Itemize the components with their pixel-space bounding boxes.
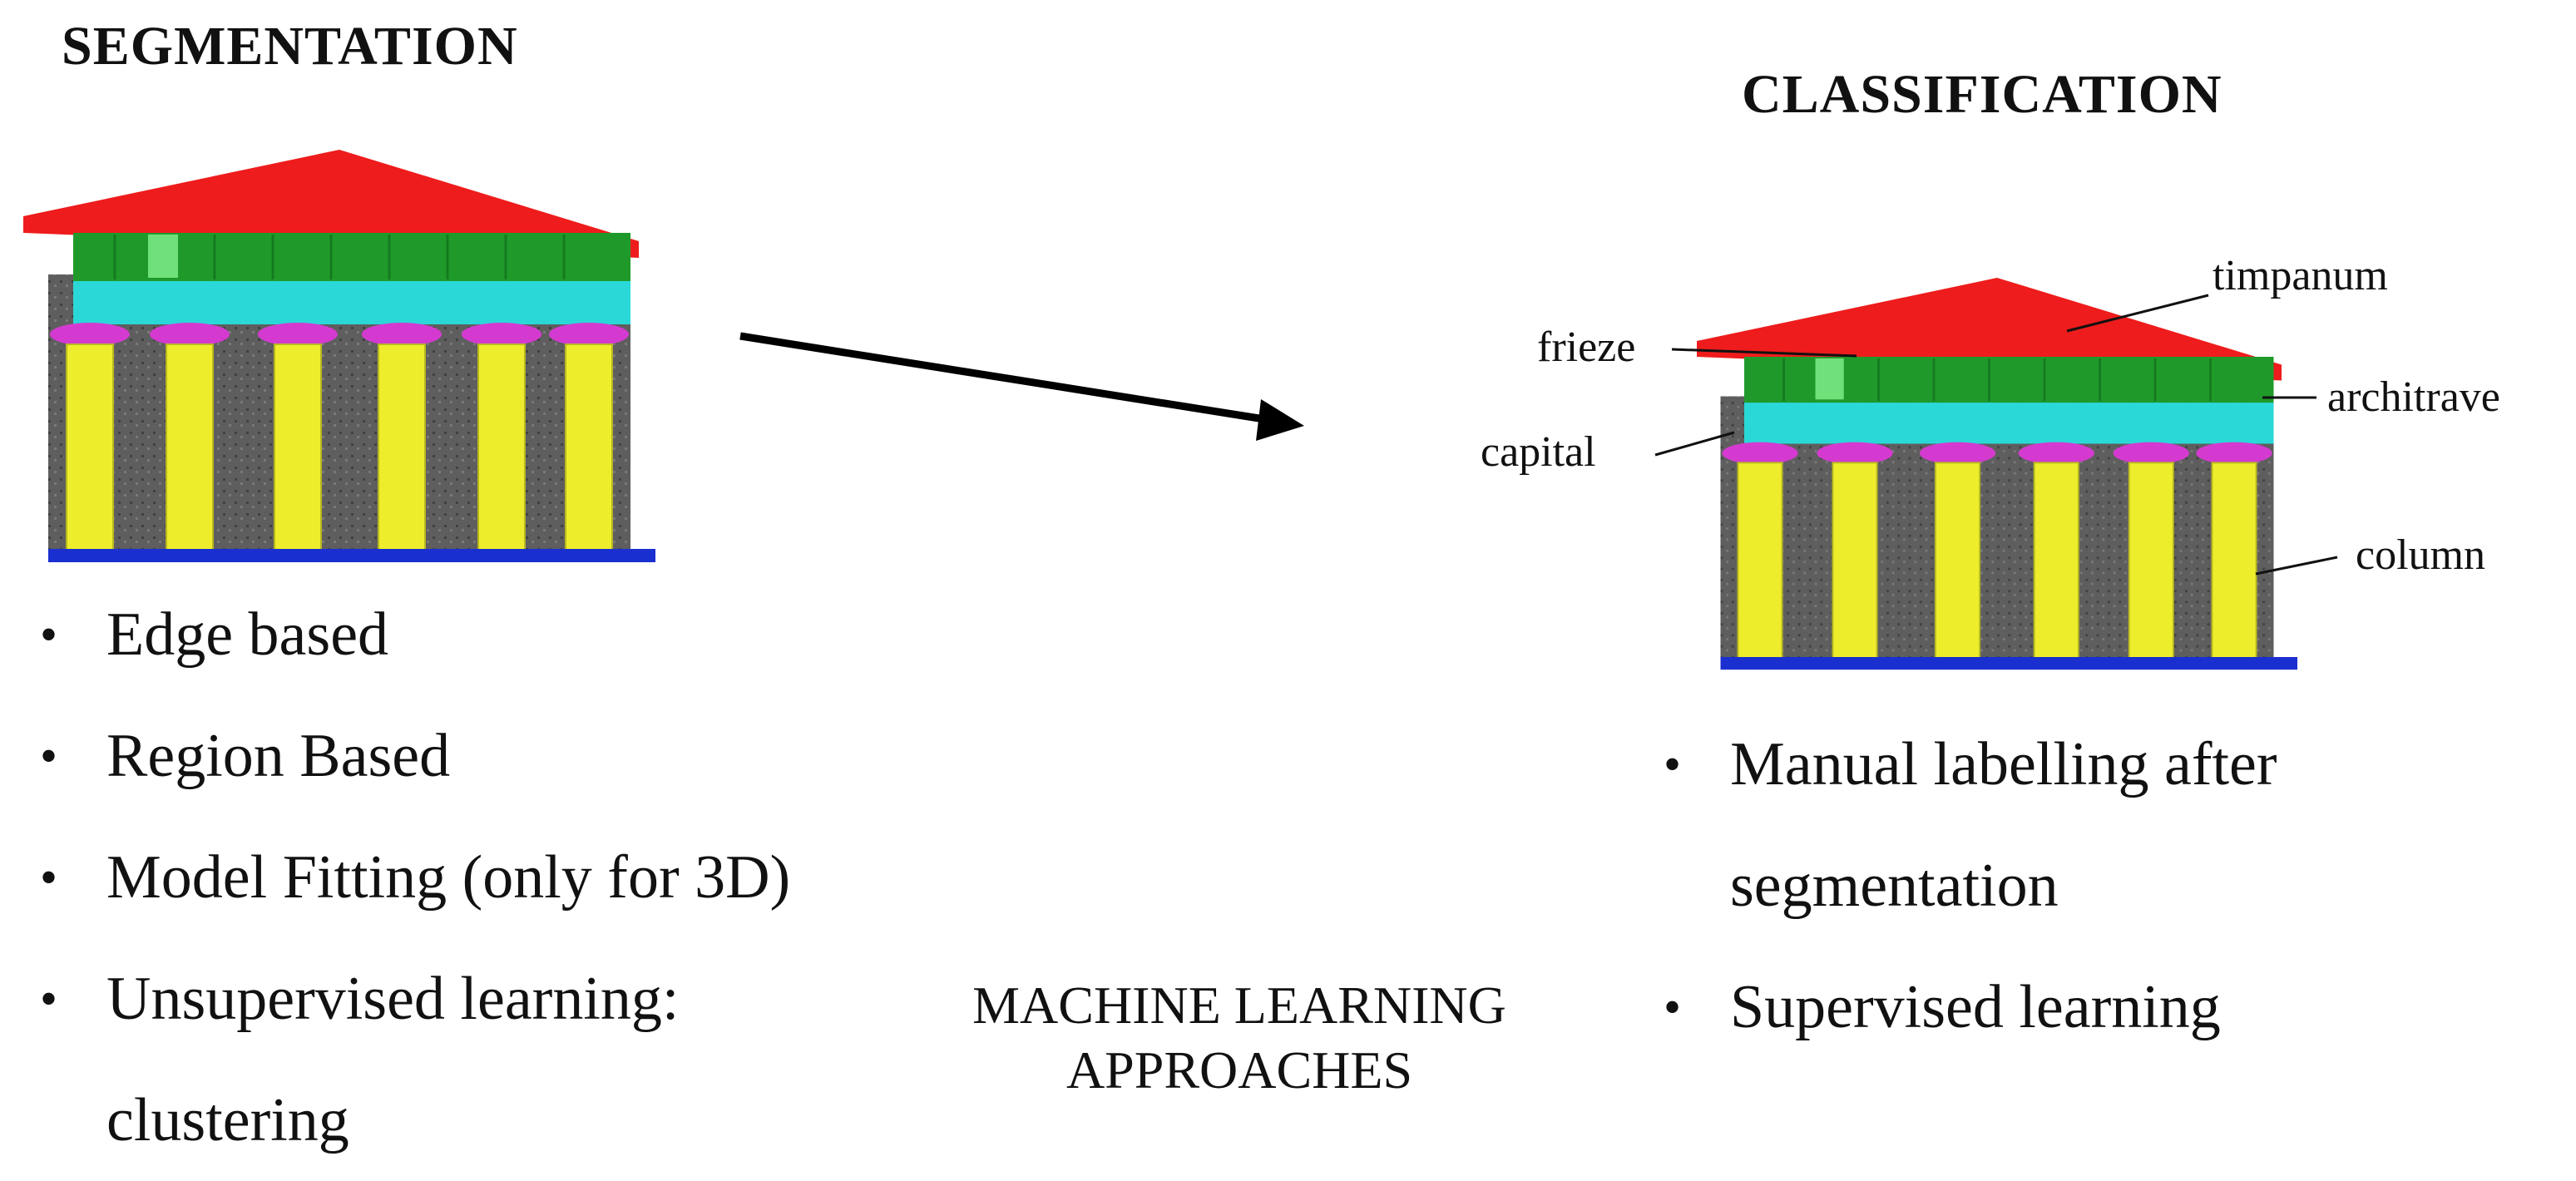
bullet-icon: •	[40, 850, 58, 905]
bullet-icon: •	[40, 971, 58, 1026]
label-architrave: architrave	[2327, 373, 2500, 421]
segmented-temple-image	[22, 148, 657, 564]
list-item: •Unsupervised learning:clustering	[23, 938, 790, 1181]
segmentation-methods-list: •Edge based •Region Based •Model Fitting…	[23, 574, 790, 1181]
label-column: column	[2356, 531, 2485, 579]
bullet-icon: •	[40, 607, 58, 662]
list-item: •Edge based	[23, 574, 790, 695]
label-timpanum: timpanum	[2213, 252, 2388, 299]
callout-lines	[1654, 294, 2338, 576]
list-item: •Region Based	[23, 695, 790, 817]
bullet-icon: •	[1664, 737, 1682, 792]
center-label-line2: APPROACHES	[1066, 1040, 1413, 1099]
classification-heading: CLASSIFICATION	[1742, 64, 2222, 125]
process-arrow	[739, 332, 1304, 441]
classified-temple-image	[1695, 276, 2299, 671]
list-item: •Supervised learning	[1647, 946, 2277, 1068]
bullet-icon: •	[1664, 980, 1682, 1035]
list-item: •Model Fitting (only for 3D)	[23, 817, 790, 938]
segmentation-heading: SEGMENTATION	[62, 16, 518, 77]
label-capital: capital	[1481, 428, 1596, 476]
machine-learning-approaches-label: MACHINE LEARNING APPROACHES	[882, 973, 1597, 1103]
center-label-line1: MACHINE LEARNING	[972, 976, 1506, 1035]
bullet-icon: •	[40, 729, 58, 783]
label-frieze: frieze	[1537, 324, 1635, 371]
